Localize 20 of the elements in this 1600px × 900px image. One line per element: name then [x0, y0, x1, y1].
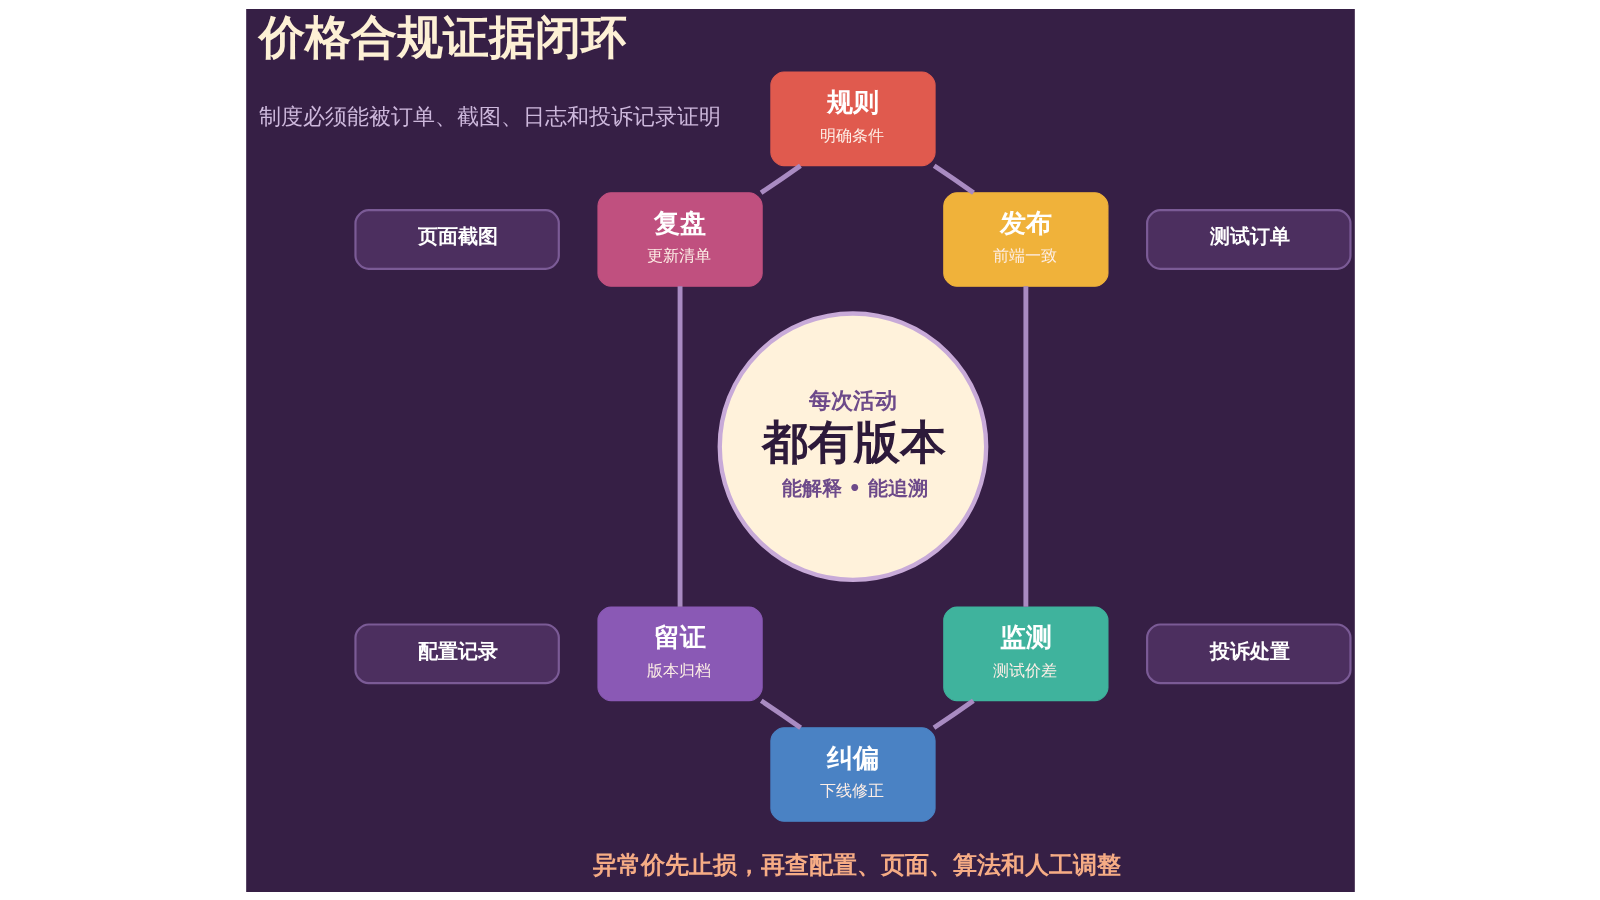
node-box: 发布 前端一致 [942, 191, 1108, 287]
node-box: 留证 版本归档 [596, 606, 763, 701]
label: 异常价先止损，再查配置、页面、算法和人工调整 [592, 850, 1121, 879]
connector [759, 698, 802, 730]
diagram-title: 价格合规证据闭环 [258, 10, 627, 64]
node-box: 监测 测试价差 [942, 606, 1108, 701]
connector [1022, 285, 1028, 607]
label: 制度必须能被订单、截图、日志和投诉记录证明 [258, 103, 721, 129]
connector [932, 163, 975, 195]
node-box: 投诉处置 [1145, 622, 1352, 684]
node-circle: 每次活动 都有版本 能解释 • 能追溯 [717, 310, 988, 582]
node-box: 配置记录 [353, 622, 560, 684]
node-box: 页面截图 [353, 208, 560, 270]
node-box: 复盘 更新清单 [596, 191, 763, 287]
node-box: 纠偏 下线修正 [769, 726, 936, 822]
connector [759, 163, 802, 195]
node-box: 规则 明确条件 [769, 71, 936, 166]
connector [932, 698, 975, 730]
connector [677, 285, 682, 607]
node-box: 测试订单 [1145, 208, 1352, 270]
